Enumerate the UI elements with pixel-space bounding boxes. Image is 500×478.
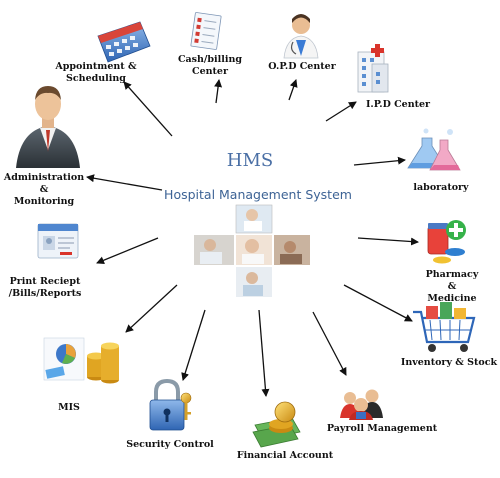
medicine-icon <box>427 220 466 264</box>
arrow-inventory <box>343 284 413 322</box>
connector-arrows <box>86 79 419 397</box>
arrow-ipd <box>325 101 357 122</box>
label-administration: Administration & Monitoring <box>4 172 84 208</box>
label-mis: MIS <box>58 402 80 413</box>
businessman-icon <box>16 86 80 168</box>
label-appointment-text: Appointment & Scheduling <box>55 61 137 84</box>
label-inventory: Inventory & Stock <box>400 357 498 368</box>
hospital-building-icon <box>357 44 389 93</box>
coin-stack <box>87 342 119 384</box>
arrow-pharmacy <box>357 237 419 246</box>
label-ipd: I.P.D Center <box>365 99 431 110</box>
label-administration-text: Administration & Monitoring <box>3 172 85 207</box>
photo-cross-collage <box>194 204 310 297</box>
label-security: Security Control <box>126 439 214 450</box>
arrow-administration <box>86 174 163 191</box>
label-cash-billing-text: Cash/billing Center <box>177 54 243 77</box>
label-appointment: Appointment & Scheduling <box>55 61 136 85</box>
calendar-icon <box>97 21 151 63</box>
id-card-icon <box>37 223 79 259</box>
label-cash-billing: Cash/billing Center <box>178 54 242 78</box>
label-payroll: Payroll Management <box>326 423 438 434</box>
label-print: Print Reciept /Bills/Reports <box>9 276 82 300</box>
label-financial: Financial Account <box>236 450 334 461</box>
arrow-opd <box>288 79 298 101</box>
diagram-title: HMS <box>226 150 274 171</box>
diagram-subtitle: Hospital Management System <box>164 187 352 202</box>
label-pharmacy: Pharmacy & Medicine <box>426 269 479 305</box>
arrow-financial <box>258 309 270 397</box>
arrow-security <box>181 309 206 381</box>
arrow-cash-billing <box>214 79 223 104</box>
arrow-appointment <box>123 81 173 137</box>
label-opd: O.P.D Center <box>268 61 336 72</box>
coins-icon <box>252 401 301 448</box>
label-print-text: Print Reciept /Bills/Reports <box>8 276 82 299</box>
arrow-laboratory <box>353 156 406 166</box>
padlock-icon <box>149 378 192 431</box>
shopping-cart-icon <box>413 302 476 352</box>
pie-chart-icon <box>43 337 119 384</box>
arrow-mis <box>125 284 178 333</box>
lab-flasks-icon <box>407 128 461 171</box>
label-laboratory: laboratory <box>413 182 469 193</box>
arrow-payroll <box>312 311 347 376</box>
arrow-print <box>96 237 159 265</box>
doctor-icon <box>283 14 319 59</box>
checklist-icon <box>190 12 222 50</box>
label-pharmacy-text: Pharmacy & Medicine <box>425 269 479 304</box>
people-icon <box>340 389 383 420</box>
